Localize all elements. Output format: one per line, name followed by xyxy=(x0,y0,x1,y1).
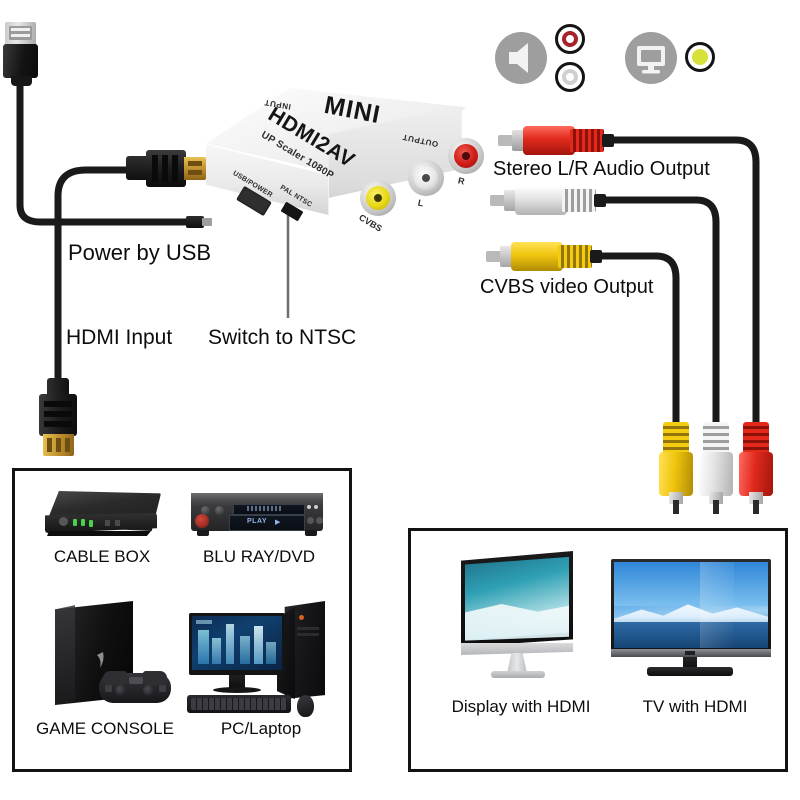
hdmi-connector-to-converter xyxy=(126,146,206,192)
rca-plug-yellow-head xyxy=(486,242,602,271)
usb-connector xyxy=(3,22,39,86)
blu-ray-display-text: PLAY xyxy=(247,518,268,525)
rca-jack-right-label: R xyxy=(457,175,466,187)
rca-jack-left-label: L xyxy=(417,197,425,209)
device-pc-laptop-label: PC/Laptop xyxy=(220,719,302,738)
device-game-console-label: GAME CONSOLE xyxy=(36,719,174,738)
device-game-console xyxy=(37,599,177,715)
monitor-icon xyxy=(625,32,677,84)
rca-red-icon xyxy=(555,24,585,54)
rca-jack-left xyxy=(408,160,444,196)
usb-power-plug xyxy=(186,212,212,232)
rca-plug-red-head xyxy=(498,126,614,155)
device-blu-ray-dvd: PLAY ▶ xyxy=(185,487,327,545)
source-devices-panel: CABLE BOX PLAY ▶ BLU RAY/DVD xyxy=(12,468,352,772)
rca-yellow-icon xyxy=(685,42,715,72)
callout-power-by-usb: Power by USB xyxy=(68,240,212,265)
signal-icon-strip xyxy=(495,24,715,94)
rca-plug-yellow-end xyxy=(657,422,695,514)
display-with-hdmi xyxy=(453,547,583,687)
device-pc-laptop xyxy=(185,599,335,717)
hdmi2av-converter: INPUT MINI HDMI2AV UP Scaler 1080P OUTPU… xyxy=(206,88,484,238)
callout-cvbs-video-output: CVBS video Output xyxy=(480,276,654,298)
display-devices-panel: Display with HDMI TV with HDMI xyxy=(408,528,788,772)
device-cable-box xyxy=(37,487,167,545)
callout-stereo-audio-output: Stereo L/R Audio Output xyxy=(493,158,710,180)
rca-plug-white-head xyxy=(490,186,606,215)
device-cable-box-label: CABLE BOX xyxy=(53,547,151,566)
callout-hdmi-input: HDMI Input xyxy=(66,326,173,349)
tv-with-hdmi xyxy=(611,559,777,683)
display-with-hdmi-label: Display with HDMI xyxy=(451,697,591,716)
rca-plug-white-end xyxy=(697,422,735,514)
tv-with-hdmi-label: TV with HDMI xyxy=(642,697,748,716)
rca-jack-right xyxy=(448,138,484,174)
hdmi-connector-to-source xyxy=(34,378,82,460)
rca-white-icon xyxy=(555,62,585,92)
callout-switch-to-ntsc: Switch to NTSC xyxy=(208,326,357,349)
rca-plug-red-end xyxy=(737,422,775,514)
rca-jack-cvbs xyxy=(360,180,396,216)
device-blu-ray-dvd-label: BLU RAY/DVD xyxy=(202,547,316,566)
speaker-icon xyxy=(495,32,547,84)
